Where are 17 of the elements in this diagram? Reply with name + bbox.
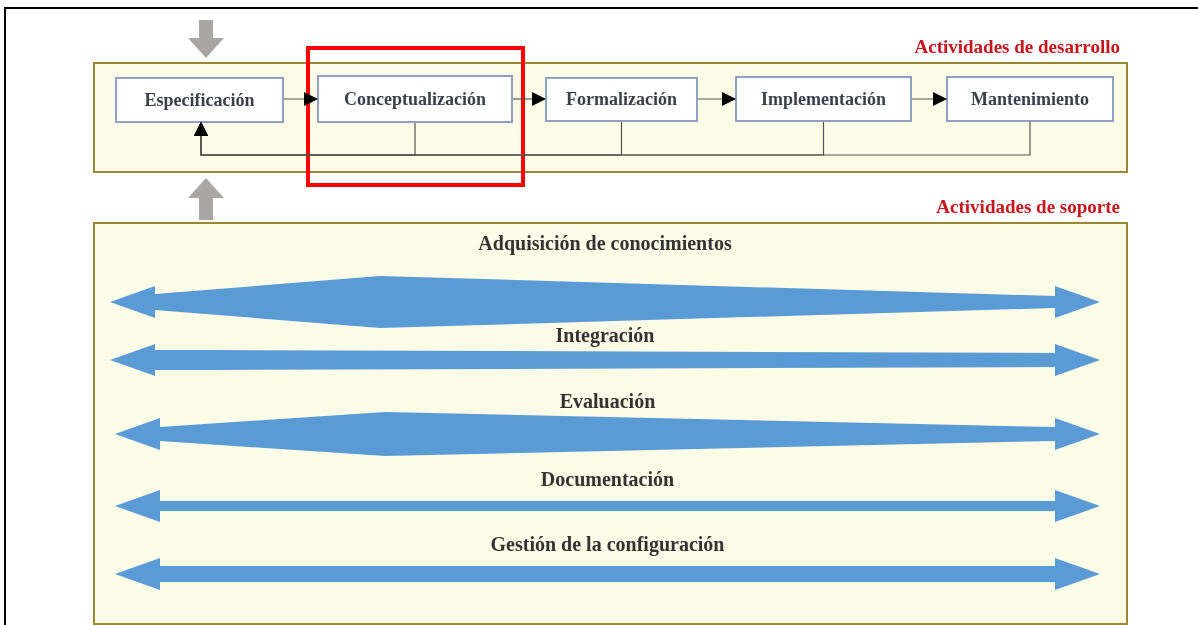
arrow: [911, 92, 947, 106]
arrow: [512, 92, 546, 106]
process-box: Implementación: [735, 76, 912, 122]
process-box: Formalización: [545, 77, 698, 122]
band-label: Gestión de la configuración: [490, 533, 725, 556]
band-label: Evaluación: [559, 390, 656, 413]
arrow: [194, 121, 1031, 156]
panel-heading: Actividades de desarrollo: [914, 36, 1120, 58]
process-box: Conceptualización: [317, 75, 513, 123]
band-label: Integración: [555, 324, 655, 347]
process-box: Especificación: [115, 77, 284, 123]
process-box: Mantenimiento: [946, 76, 1114, 122]
panel-heading: Actividades de soporte: [936, 196, 1120, 218]
arrow: [697, 92, 736, 106]
arrow: [283, 92, 318, 106]
band-label: Documentación: [540, 468, 675, 491]
band-label: Adquisición de conocimientos: [478, 232, 732, 255]
